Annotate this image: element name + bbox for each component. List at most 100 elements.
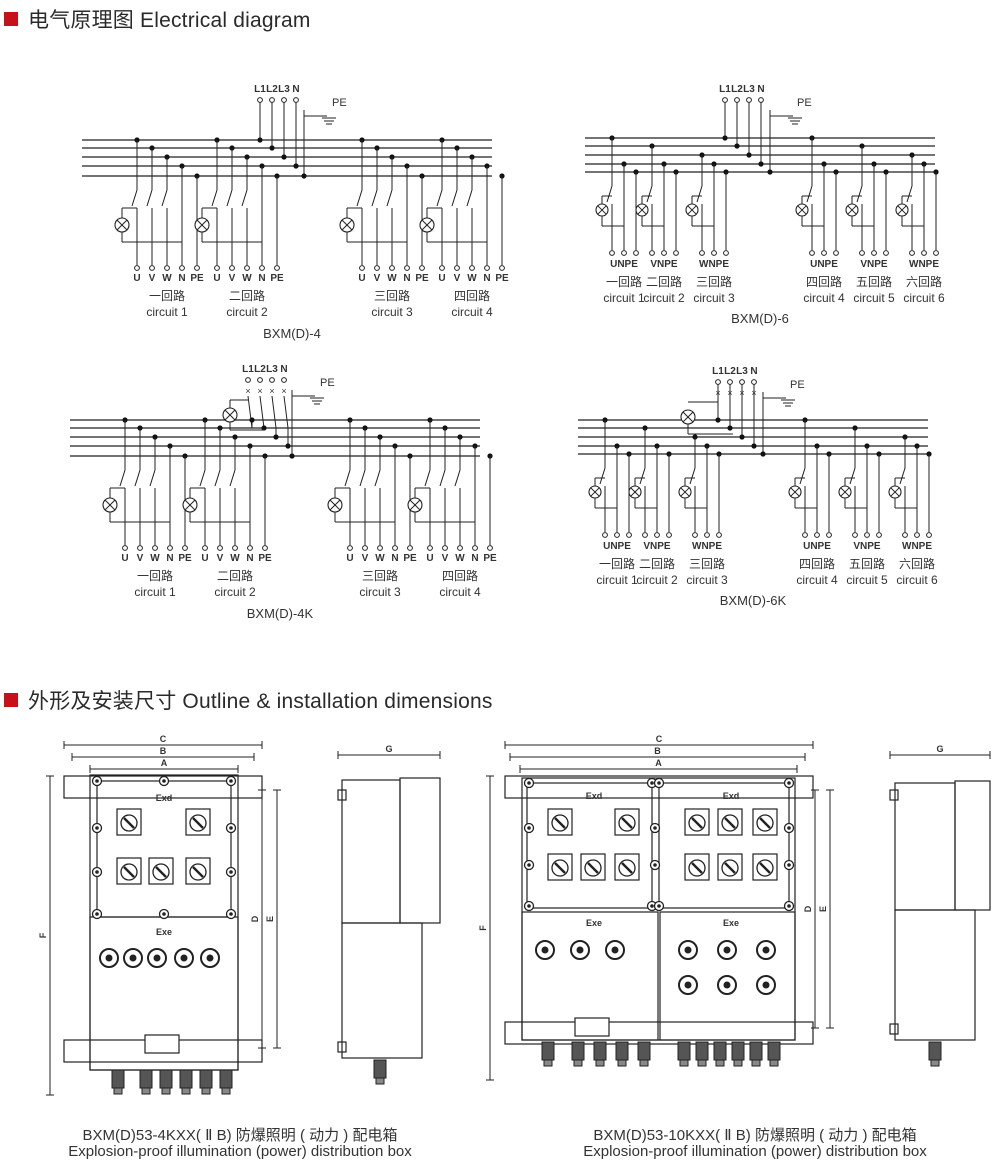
output-terminal-icon bbox=[262, 545, 268, 551]
output-terminal-icon bbox=[404, 265, 410, 271]
switch-handle bbox=[691, 862, 703, 874]
indicator-lamp-icon bbox=[678, 940, 698, 960]
mains-label-l2: L2 bbox=[724, 366, 736, 377]
output-terminal-icon bbox=[244, 265, 250, 271]
lamp-icon bbox=[339, 217, 355, 233]
dim-label-e: E bbox=[265, 916, 275, 922]
gland-body bbox=[179, 1069, 193, 1089]
circuit-label-cn: 六回路 bbox=[906, 274, 942, 289]
junction-dot bbox=[722, 135, 728, 141]
output-label-w: W bbox=[242, 273, 252, 284]
output-label-pe: PE bbox=[483, 553, 497, 564]
output-terminal-icon bbox=[137, 545, 143, 551]
lamp-icon bbox=[407, 497, 423, 513]
gland-body bbox=[637, 1041, 651, 1061]
gland-tip bbox=[697, 1059, 707, 1067]
gland-tip bbox=[113, 1087, 123, 1095]
output-terminal-group-label: VNPE bbox=[860, 259, 888, 270]
mounting-bracket-bottom bbox=[504, 1021, 814, 1045]
mains-terminal-icon bbox=[257, 97, 263, 103]
output-terminal-group-label: UNPE bbox=[610, 259, 638, 270]
cable-gland-icon bbox=[541, 1041, 555, 1067]
output-terminal-group-label: WNPE bbox=[902, 541, 932, 552]
rotary-switch-icon bbox=[752, 853, 778, 881]
junction-dot bbox=[301, 173, 307, 179]
enclosure-body bbox=[89, 774, 239, 1071]
output-terminal-icon bbox=[926, 532, 932, 538]
output-terminal-icon bbox=[229, 265, 235, 271]
pe-label: PE bbox=[332, 97, 347, 109]
circuit-label-en: circuit 4 bbox=[451, 305, 493, 319]
bolt-center bbox=[653, 863, 657, 867]
mains-terminal-icon bbox=[293, 97, 299, 103]
circuit-label-cn: 五回路 bbox=[856, 274, 892, 289]
junction-dot bbox=[293, 163, 299, 169]
output-label-v: V bbox=[362, 553, 369, 564]
switch-handle bbox=[155, 866, 167, 878]
output-terminal-icon bbox=[802, 532, 808, 538]
output-terminal-icon bbox=[182, 545, 188, 551]
junction-dot bbox=[257, 137, 263, 143]
circuit-label-en: circuit 3 bbox=[686, 573, 728, 587]
junction-dot bbox=[285, 443, 291, 449]
mains-terminal-icon bbox=[715, 379, 721, 385]
bolt-center bbox=[229, 826, 233, 830]
outline-side-view-2: G bbox=[889, 744, 991, 1067]
junction-dot bbox=[751, 443, 757, 449]
output-label-n: N bbox=[483, 273, 490, 284]
mains-terminal-icon bbox=[281, 97, 287, 103]
switch-handle bbox=[192, 817, 204, 829]
switch-contact-icon bbox=[639, 467, 646, 485]
output-label-w: W bbox=[387, 273, 397, 284]
output-terminal-icon bbox=[852, 532, 858, 538]
output-terminal-icon bbox=[716, 532, 722, 538]
lamp-cross bbox=[184, 499, 196, 511]
pe-label: PE bbox=[320, 377, 335, 389]
bolt-center bbox=[787, 863, 791, 867]
switch-handle bbox=[724, 862, 736, 874]
switch-handle bbox=[759, 817, 771, 829]
circuit-label-en: circuit 6 bbox=[896, 573, 938, 587]
junction-dot bbox=[739, 434, 745, 440]
output-label-pe: PE bbox=[403, 553, 417, 564]
cable-gland-icon bbox=[749, 1041, 763, 1067]
section-marker bbox=[4, 12, 18, 26]
output-label-w: W bbox=[162, 273, 172, 284]
output-terminal-icon bbox=[692, 532, 698, 538]
lamp-inner bbox=[723, 981, 731, 989]
lamp-icon bbox=[194, 217, 210, 233]
mains-terminal-icon bbox=[269, 377, 275, 383]
output-terminal-icon bbox=[247, 545, 253, 551]
switch-handle bbox=[691, 817, 703, 829]
junction-dot bbox=[746, 152, 752, 158]
lamp-icon bbox=[788, 485, 802, 499]
cable-gland-icon bbox=[373, 1059, 387, 1085]
bolt-center bbox=[162, 912, 166, 916]
output-terminal-icon bbox=[909, 250, 915, 256]
cable-gland-icon bbox=[615, 1041, 629, 1067]
gland-body bbox=[159, 1069, 173, 1089]
mains-terminal-icon bbox=[758, 97, 764, 103]
output-terminal-icon bbox=[167, 545, 173, 551]
circuit-label-en: circuit 5 bbox=[853, 291, 895, 305]
section-title: 电气原理图 Electrical diagram bbox=[28, 9, 311, 32]
switch-contact-icon bbox=[466, 189, 473, 207]
switch-contact-icon bbox=[229, 469, 236, 487]
pe-label: PE bbox=[790, 379, 805, 391]
dim-label-b: B bbox=[160, 746, 167, 756]
lamp-cross bbox=[637, 205, 647, 215]
output-terminal-icon bbox=[809, 250, 815, 256]
output-terminal-icon bbox=[649, 250, 655, 256]
side-top-cover bbox=[399, 777, 441, 924]
switch-contact-icon bbox=[599, 467, 606, 485]
circuit-label-en: circuit 1 bbox=[596, 573, 638, 587]
bolt-center bbox=[650, 781, 654, 785]
bolt-center bbox=[787, 781, 791, 785]
breaker-x-icon: × bbox=[281, 386, 286, 396]
gland-tip bbox=[639, 1059, 649, 1067]
outline-caption-cn-2: BXM(D)53-10KXX( Ⅱ B) 防爆照明 ( 动力 ) 配电箱 bbox=[593, 1127, 917, 1144]
exe-chamber-left bbox=[521, 911, 659, 1041]
